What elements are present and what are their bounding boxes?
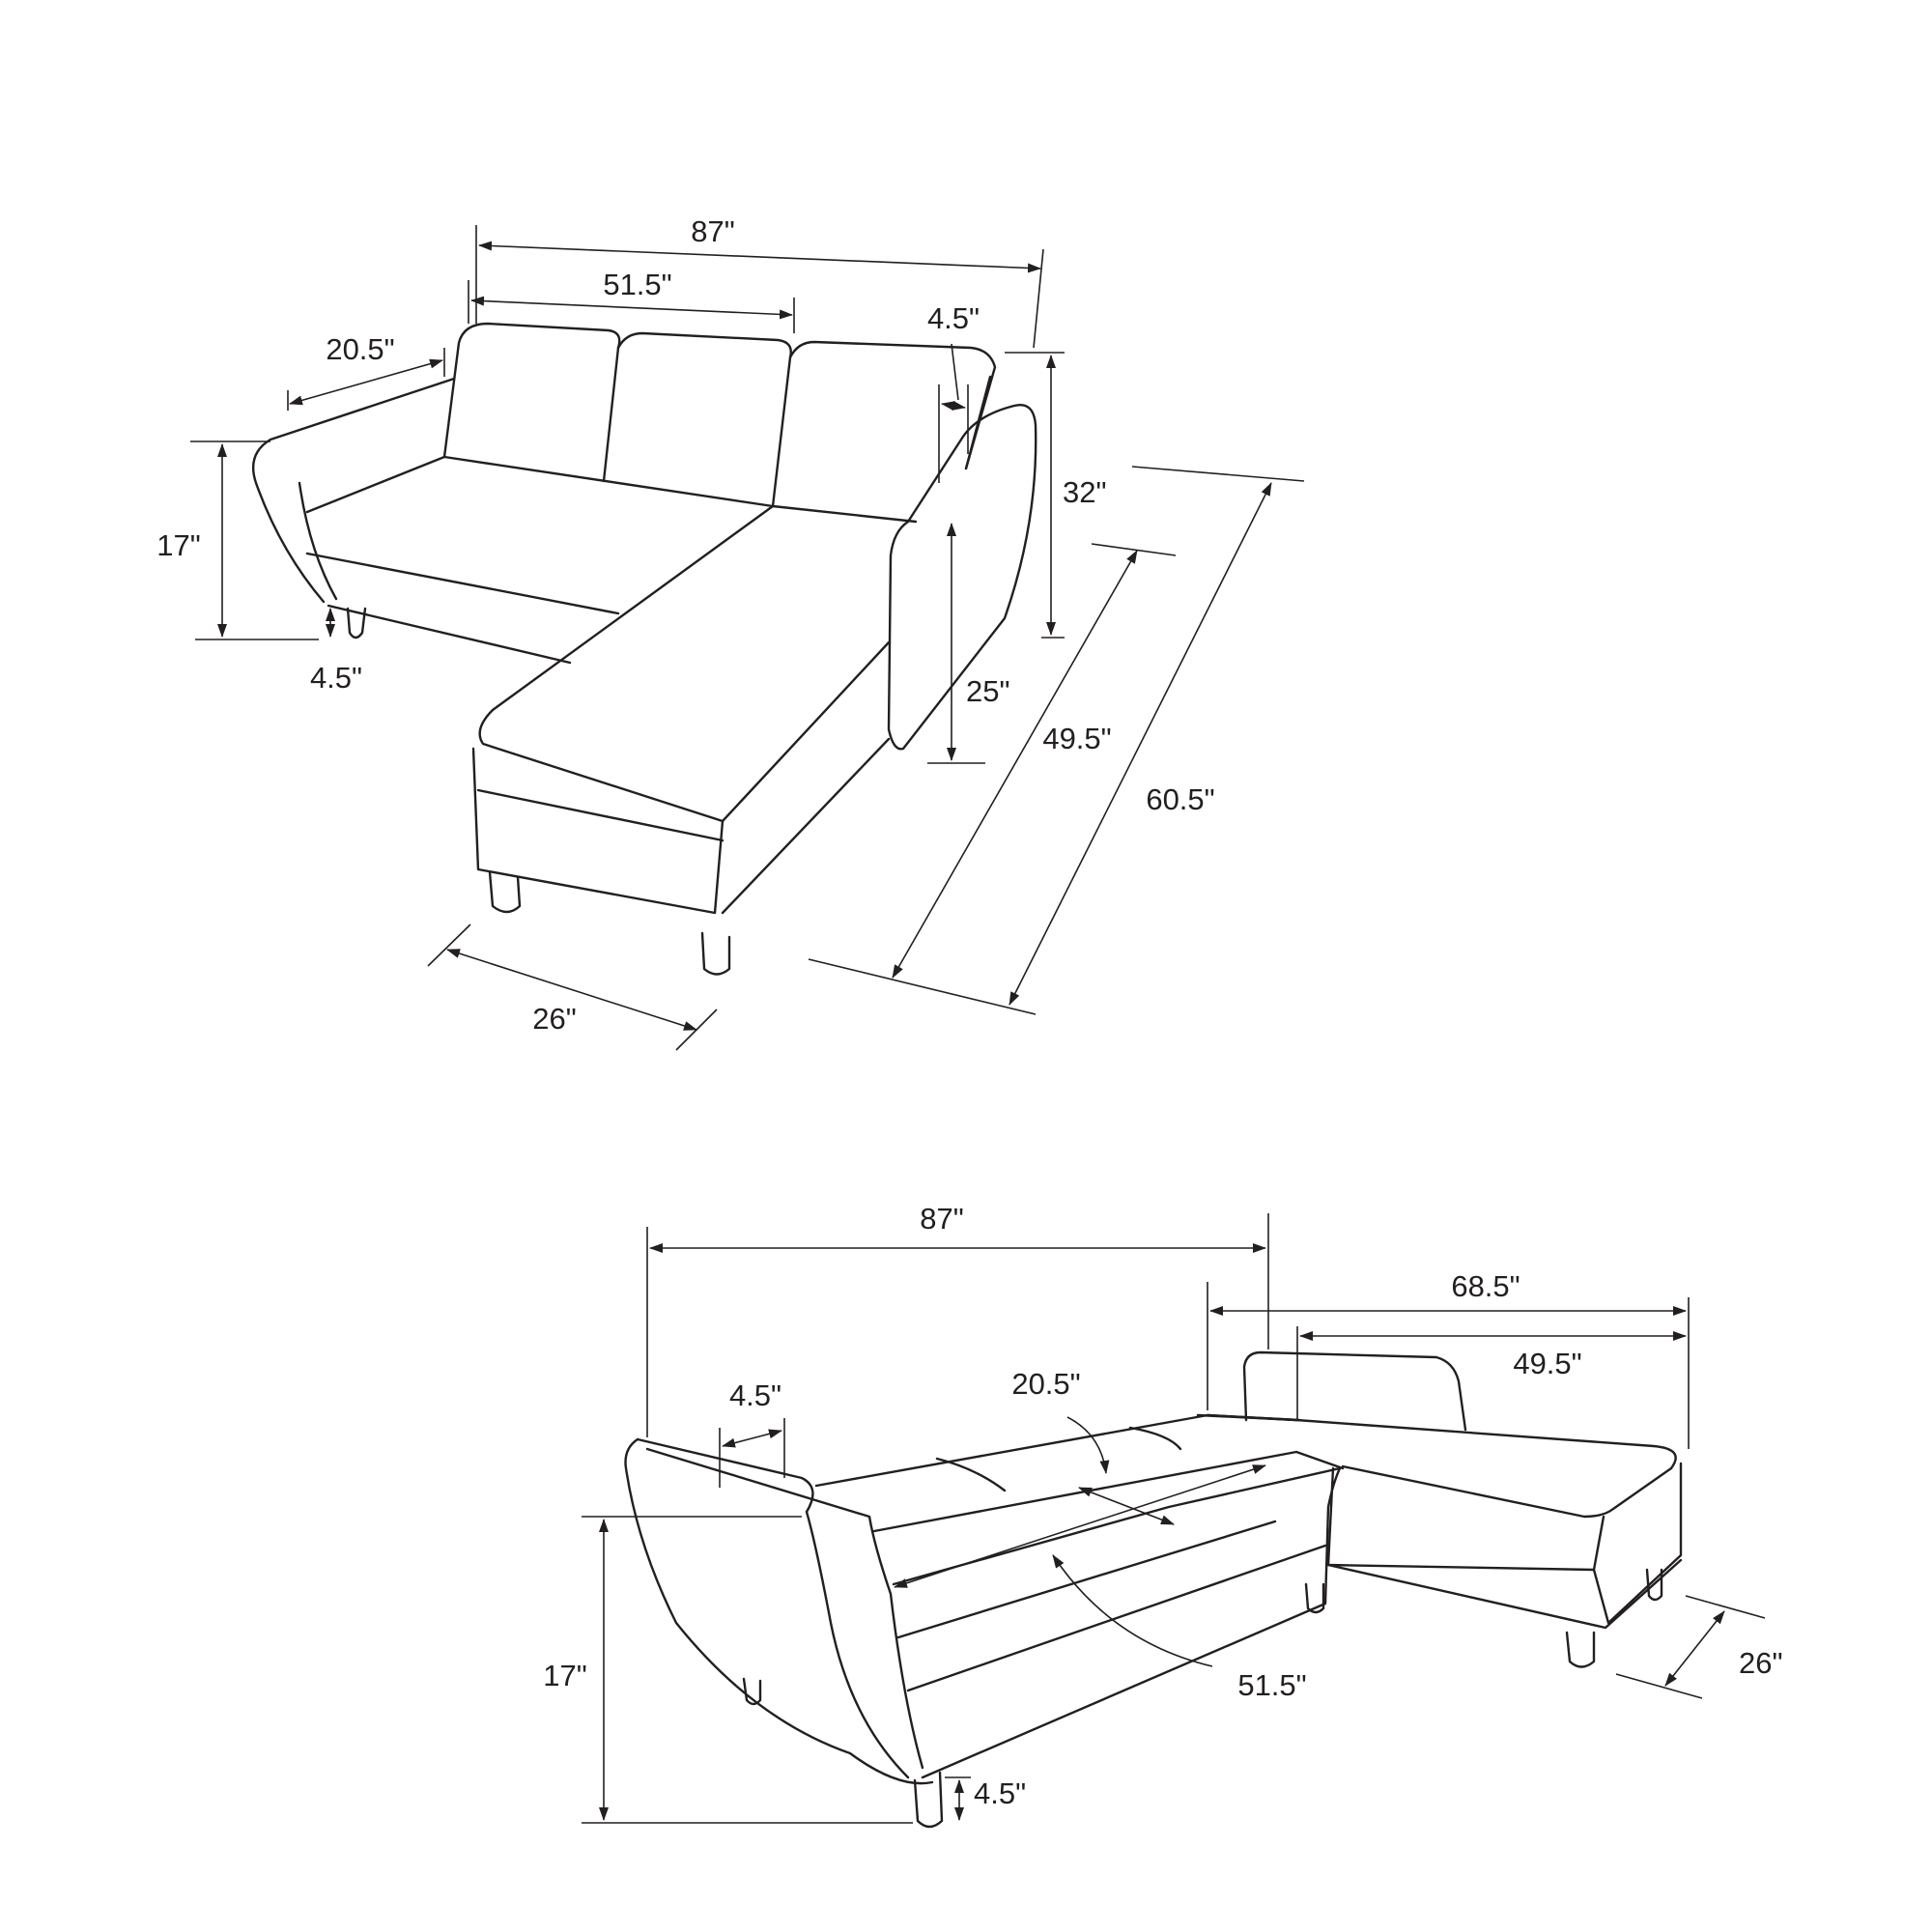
bottom-bed-cushion-fold-1 (935, 1457, 1007, 1492)
bottom-label-width: 87" (920, 1202, 964, 1236)
top-label-back-height: 25" (966, 674, 1010, 708)
bottom-label-bed-length: 68.5" (1451, 1269, 1520, 1303)
top-label-arm-thickness: 4.5" (927, 301, 980, 335)
bottom-left-arm-inner (645, 1447, 924, 1770)
bottom-label-arm-thickness: 4.5" (729, 1378, 781, 1412)
bottom-bed-front-edge (872, 1450, 1345, 1533)
top-sofa-drawing (251, 322, 1037, 976)
top-back-cushion-left (442, 322, 621, 483)
bottom-chaise-front (1326, 1466, 1605, 1572)
top-label-chaise-depth: 49.5" (1042, 722, 1111, 755)
bottom-bed-band-1 (896, 1520, 1277, 1639)
top-label-leg-height: 4.5" (310, 661, 362, 695)
bottom-left-arm-outer (805, 1510, 910, 1779)
bottom-dimensions: 87" 68.5" 49.5" 4.5" 20.5" 51.5" 17" 4.5… (543, 1202, 1783, 1824)
top-dim-arm-thickness (941, 400, 966, 412)
bottom-label-seat-width: 51.5" (1237, 1668, 1306, 1702)
bottom-label-chaise-width: 26" (1739, 1646, 1783, 1680)
bottom-leg-middle (1304, 1582, 1325, 1614)
bottom-left-arm-top (636, 1437, 814, 1514)
top-dim-chaise-width (446, 949, 697, 1031)
top-seat-front (305, 455, 918, 524)
top-label-chaise-width: 26" (532, 1002, 577, 1036)
top-leg-left (346, 607, 367, 639)
bottom-bed-cushion-fold-2 (1128, 1426, 1182, 1451)
top-seat-base (305, 552, 620, 615)
top-label-seat-height: 17" (156, 528, 201, 562)
bottom-leg-front (913, 1771, 944, 1829)
top-dim-seat-width (470, 296, 793, 320)
bottom-chaise-cushion (1242, 1350, 1467, 1432)
top-label-seat-width: 51.5" (603, 268, 671, 301)
bottom-leg-chaise-back (1645, 1568, 1663, 1602)
top-label-arm-depth: 20.5" (326, 332, 394, 366)
top-back-cushion-middle (616, 331, 792, 508)
top-label-height: 32" (1063, 475, 1107, 509)
bottom-chaise-bottom (1326, 1558, 1683, 1630)
top-label-width: 87" (691, 214, 735, 248)
bottom-bed-bottom (921, 1466, 1342, 1779)
top-back-cushion-right (788, 340, 997, 470)
top-chaise-top (478, 504, 891, 823)
bottom-left-arm (624, 1437, 934, 1785)
top-label-total-depth: 60.5" (1146, 782, 1214, 816)
top-left-arm-inner (298, 481, 338, 601)
top-leg-front-left (488, 870, 522, 914)
top-right-arm (887, 404, 1037, 751)
bottom-dim-seat-width (894, 1464, 1266, 1588)
top-seat-bottom (327, 604, 572, 665)
top-dimensions: 87" 51.5" 20.5" 4.5" 32" 17" 4.5" 2 (156, 214, 1305, 1051)
top-chaise-band (476, 788, 724, 842)
top-chaise-side (721, 737, 891, 915)
bottom-leg-chaise-front (1565, 1631, 1596, 1668)
bottom-label-leg-height: 4.5" (974, 1776, 1026, 1810)
bottom-bed-back-edge (814, 1413, 1298, 1488)
bottom-dim-chaise-width (1664, 1610, 1725, 1687)
bottom-chaise-top (1196, 1413, 1677, 1519)
top-dim-arm-depth (289, 358, 443, 406)
bottom-leg-left (742, 1677, 762, 1706)
top-dim-width (478, 241, 1041, 273)
top-leg-front-right (700, 931, 731, 976)
top-dim-total-depth (1009, 482, 1272, 1006)
bottom-label-chaise-length: 49.5" (1513, 1347, 1581, 1380)
top-left-arm (251, 377, 456, 604)
bottom-label-seat-depth: 20.5" (1011, 1367, 1080, 1401)
top-chaise-front (471, 747, 724, 915)
top-dim-chaise-depth (892, 550, 1138, 979)
top-right-arm-back (964, 375, 992, 470)
bottom-label-seat-height: 17" (543, 1659, 587, 1692)
bottom-dim-arm-thickness (722, 1429, 782, 1448)
bottom-chaise-side (1592, 1462, 1683, 1625)
